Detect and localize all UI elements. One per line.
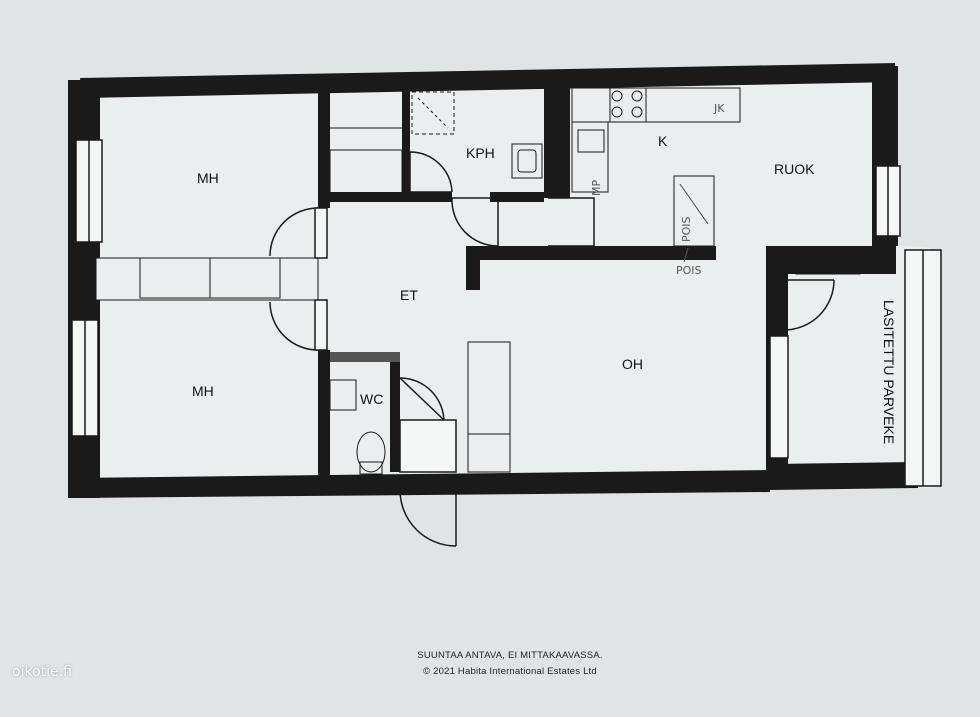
handwritten-marks: JK MP POIS POIS <box>590 102 725 277</box>
wardrobes <box>139 127 861 473</box>
stove-burner <box>611 90 623 102</box>
door-kitchen <box>548 197 595 247</box>
door-entrance <box>399 489 457 547</box>
washbasin-wc <box>329 379 357 411</box>
handwritten-jk: JK <box>713 102 725 115</box>
label-dining: RUOK <box>774 161 815 177</box>
label-living-room: OH <box>622 356 643 372</box>
floor-area <box>70 65 935 497</box>
footer-disclaimer: SUUNTAA ANTAVA, EI MITTAKAAVASSA. <box>417 650 603 661</box>
handwritten-pois-note: POIS <box>676 264 702 277</box>
doors <box>269 151 835 547</box>
kitchen-sink <box>577 129 605 153</box>
label-kitchen: K <box>658 133 668 149</box>
label-balcony: LASITETTU PARVEKE <box>881 300 897 444</box>
label-bathroom: KPH <box>466 145 495 161</box>
footer-copyright: © 2021 Habita International Estates Ltd <box>423 666 597 677</box>
door-wardrobe-entry <box>409 151 453 193</box>
door-balcony <box>783 279 835 331</box>
label-hallway: ET <box>400 287 418 303</box>
toilet-bowl <box>356 431 386 473</box>
shower-area <box>411 91 455 135</box>
label-bedroom-1: MH <box>197 170 219 186</box>
label-bedroom-2: MH <box>192 383 214 399</box>
windows <box>71 139 942 487</box>
room-labels: MH MH KPH K RUOK ET WC OH LASITETTU PARV… <box>192 133 897 444</box>
label-toilet: WC <box>360 391 383 407</box>
pois-arrow <box>683 247 689 263</box>
handwritten-pois-vertical: POIS <box>680 216 693 242</box>
washbasin-kph <box>511 143 543 179</box>
watermark-logo: oikotie.fi <box>12 664 72 680</box>
fridge <box>673 175 715 247</box>
handwritten-mp: MP <box>590 180 603 196</box>
door-bathroom <box>451 197 499 248</box>
interior-walls <box>95 84 716 478</box>
door-wc <box>399 377 445 423</box>
window-balcony-door <box>769 335 789 459</box>
kitchen-counter <box>571 87 741 123</box>
fixtures <box>329 87 741 475</box>
